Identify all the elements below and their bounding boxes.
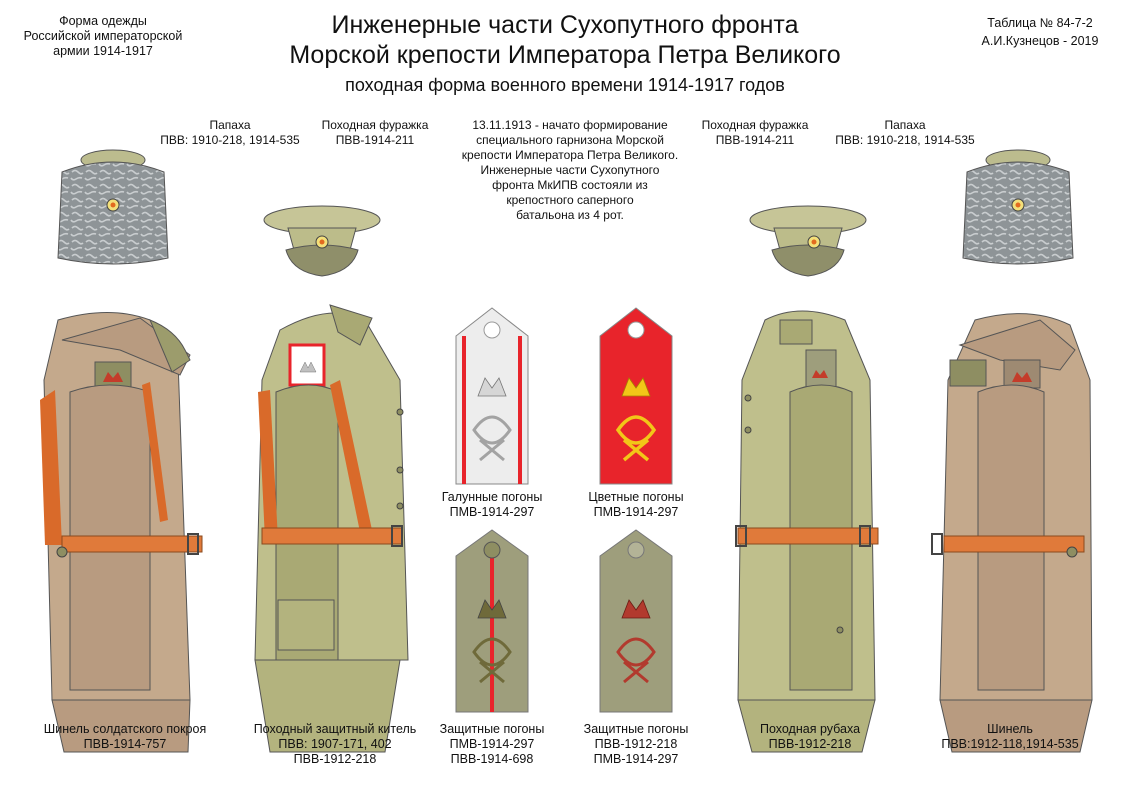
crown-icon [621, 377, 651, 397]
page-subtitle: походная форма военного времени 1914-191… [345, 75, 785, 95]
protect-board-2-code-2: ПМВ-1914-297 [593, 752, 679, 766]
color-board-code: ПМВ-1914-297 [593, 505, 679, 519]
protect-board-1-code-2: ПВВ-1914-698 [450, 752, 534, 766]
note-line-5: фронта МкИПВ состояли из [492, 178, 648, 192]
greatcoat-left-title: Шинель солдатского покроя [43, 722, 207, 736]
history-note: 13.11.1913 - начато формирование специал… [455, 118, 685, 223]
galun-board-caption: Галунные погоны ПМВ-1914-297 [432, 490, 552, 520]
color-shoulder-board [599, 307, 673, 485]
greatcoat-right-title: Шинель [987, 722, 1033, 736]
furazhka-left-label: Походная фуражка ПВВ-1914-211 [310, 118, 440, 148]
rubakha-caption: Походная рубаха ПВВ-1912-218 [740, 722, 880, 752]
color-board-title: Цветные погоны [588, 490, 684, 504]
note-line-6: крепостного саперного [506, 193, 634, 207]
monogram-icon [472, 637, 512, 684]
furazhka-left-code: ПВВ-1914-211 [335, 133, 415, 147]
note-line-3: крепости Императора Петра Великого. [461, 148, 679, 162]
protect-board-1-title: Защитные погоны [439, 722, 545, 736]
color-board-caption: Цветные погоны ПМВ-1914-297 [576, 490, 696, 520]
header-left-line-2: Российской императорской [23, 29, 183, 43]
papakha-right-illustration [962, 149, 1074, 265]
eagle-button-icon [627, 321, 645, 339]
furazhka-right-code: ПВВ-1914-211 [715, 133, 795, 147]
monogram-icon [472, 415, 512, 462]
note-line-4: Инженерные части Сухопутного [480, 163, 660, 177]
papakha-left-code: ПВВ: 1910-218, 1914-535 [160, 133, 300, 147]
kitel-caption: Походный защитный китель ПВВ: 1907-171, … [245, 722, 425, 767]
title-line-2: Морской крепости Императора Петра Велико… [289, 41, 841, 69]
rubakha-illustration [735, 310, 879, 753]
kitel-code-2: ПВВ-1912-218 [293, 752, 377, 766]
header-left-note: Форма одежды Российской императорской ар… [18, 14, 188, 59]
protect-board-1-caption: Защитные погоны ПМВ-1914-297 ПВВ-1914-69… [432, 722, 552, 767]
header-left-line-1: Форма одежды [59, 14, 147, 28]
header-left-line-3: армии 1914-1917 [53, 44, 153, 58]
kitel-title: Походный защитный китель [253, 722, 417, 736]
eagle-button-icon [483, 541, 501, 559]
protect-shoulder-board-1 [455, 529, 529, 713]
protect-board-2-caption: Защитные погоны ПВВ-1912-218 ПМВ-1914-29… [576, 722, 696, 767]
protect-board-1-code-1: ПМВ-1914-297 [449, 737, 535, 751]
table-number: Таблица № 84-7-2 [987, 16, 1093, 30]
note-line-1: 13.11.1913 - начато формирование [472, 118, 668, 132]
rubakha-code: ПВВ-1912-218 [768, 737, 852, 751]
note-line-7: батальона из 4 рот. [516, 208, 624, 222]
kitel-illustration [254, 304, 409, 753]
papakha-right-code: ПВВ: 1910-218, 1914-535 [835, 133, 975, 147]
galun-board-code: ПМВ-1914-297 [449, 505, 535, 519]
greatcoat-left-illustration [40, 312, 203, 753]
protect-board-2-code-1: ПВВ-1912-218 [594, 737, 678, 751]
furazhka-left-title: Походная фуражка [321, 118, 429, 132]
furazhka-right-illustration [749, 205, 867, 277]
protect-board-2-title: Защитные погоны [583, 722, 689, 736]
greatcoat-left-caption: Шинель солдатского покроя ПВВ-1914-757 [30, 722, 220, 752]
monogram-icon [616, 637, 656, 684]
monogram-icon [615, 415, 657, 462]
eagle-button-icon [483, 321, 501, 339]
galun-board-title: Галунные погоны [441, 490, 543, 504]
galun-shoulder-board [455, 307, 529, 485]
crown-icon [477, 599, 507, 619]
furazhka-right-title: Походная фуражка [701, 118, 809, 132]
greatcoat-right-code: ПВВ:1912-118,1914-535 [941, 737, 1079, 751]
greatcoat-right-illustration [931, 313, 1093, 753]
crown-icon [621, 599, 651, 619]
furazhka-left-illustration [263, 205, 381, 277]
greatcoat-right-caption: Шинель ПВВ:1912-118,1914-535 [920, 722, 1100, 752]
furazhka-right-label: Походная фуражка ПВВ-1914-211 [690, 118, 820, 148]
author-credit: А.И.Кузнецов - 2019 [981, 34, 1099, 48]
greatcoat-left-code: ПВВ-1914-757 [83, 737, 167, 751]
papakha-right-label: Папаха ПВВ: 1910-218, 1914-535 [825, 118, 985, 148]
note-line-2: специального гарнизона Морской [476, 133, 664, 147]
kitel-code-1: ПВВ: 1907-171, 402 [278, 737, 392, 751]
papakha-left-illustration [57, 149, 169, 265]
papakha-right-title: Папаха [884, 118, 926, 132]
title-line-1: Инженерные части Сухопутного фронта [331, 11, 799, 39]
crown-icon [477, 377, 507, 397]
papakha-left-title: Папаха [209, 118, 251, 132]
header-right-note: Таблица № 84-7-2 А.И.Кузнецов - 2019 [960, 14, 1120, 50]
button-icon [627, 541, 645, 559]
page-title: Инженерные части Сухопутного фронта Морс… [250, 10, 880, 96]
papakha-left-label: Папаха ПВВ: 1910-218, 1914-535 [150, 118, 310, 148]
rubakha-title: Походная рубаха [759, 722, 861, 736]
protect-shoulder-board-2 [599, 529, 673, 713]
